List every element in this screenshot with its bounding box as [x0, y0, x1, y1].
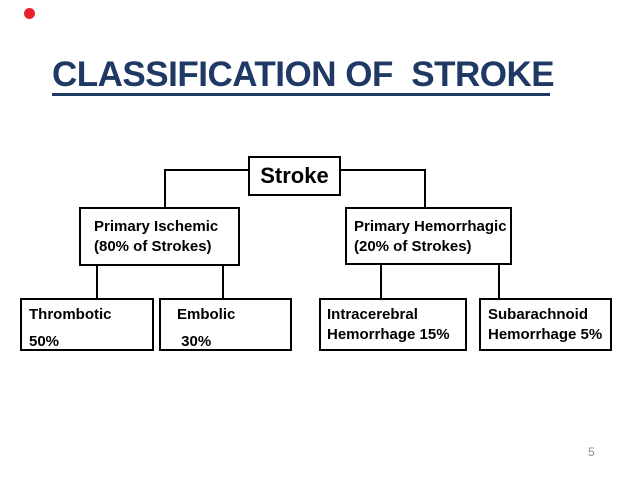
- node-intracerebral-line2: Hemorrhage 15%: [327, 326, 450, 343]
- node-primary-ischemic-line2: (80% of Strokes): [94, 238, 212, 255]
- node-thrombotic: Thrombotic 50%: [20, 298, 154, 351]
- node-thrombotic-label: Thrombotic: [29, 306, 112, 323]
- node-stroke: Stroke: [248, 156, 341, 196]
- node-primary-ischemic-line1: Primary Ischemic: [94, 218, 219, 235]
- connector-stroke-to-hemorrhagic-vertical: [424, 169, 426, 207]
- connector-stroke-to-ischemic-horizontal: [164, 169, 250, 171]
- connector-ischemic-to-thrombotic: [96, 264, 98, 298]
- connector-stroke-to-hemorrhagic-horizontal: [339, 169, 426, 171]
- page-number: 5: [588, 445, 595, 459]
- node-subarachnoid-hemorrhage: Subarachnoid Hemorrhage 5%: [479, 298, 612, 351]
- node-subarachnoid-line1: Subarachnoid: [488, 306, 589, 323]
- node-embolic: Embolic 30%: [159, 298, 292, 351]
- title-underline: [52, 93, 550, 96]
- node-embolic-percent: 30%: [177, 333, 212, 350]
- node-primary-hemorrhagic: Primary Hemorrhagic (20% of Strokes): [345, 207, 512, 265]
- node-stroke-label: Stroke: [260, 163, 329, 188]
- node-primary-hemorrhagic-line1: Primary Hemorrhagic: [354, 218, 507, 235]
- connector-ischemic-to-embolic: [222, 264, 224, 298]
- red-dot-indicator: [24, 8, 35, 19]
- node-intracerebral-hemorrhage: Intracerebral Hemorrhage 15%: [319, 298, 467, 351]
- connector-hemorrhagic-to-intracerebral: [380, 263, 382, 298]
- node-primary-hemorrhagic-line2: (20% of Strokes): [354, 238, 472, 255]
- node-subarachnoid-line2: Hemorrhage 5%: [488, 326, 603, 343]
- slide-title: CLASSIFICATION OF STROKE: [52, 55, 555, 94]
- node-thrombotic-percent: 50%: [29, 333, 60, 350]
- node-primary-ischemic: Primary Ischemic (80% of Strokes): [79, 207, 240, 266]
- node-intracerebral-line1: Intracerebral: [327, 306, 418, 323]
- connector-stroke-to-ischemic-vertical: [164, 169, 166, 207]
- node-embolic-label: Embolic: [177, 306, 236, 323]
- connector-hemorrhagic-to-subarachnoid: [498, 263, 500, 298]
